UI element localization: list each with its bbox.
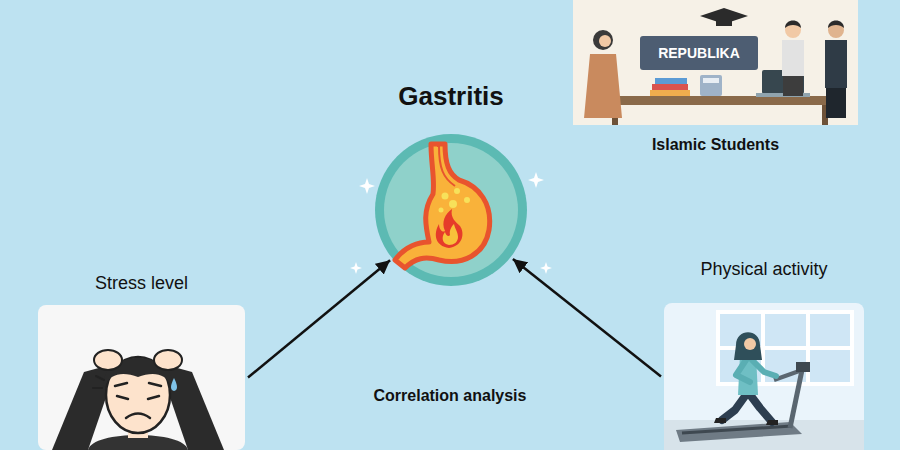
treadmill-illustration-part (734, 332, 762, 360)
arrow-connector (513, 259, 661, 376)
students-illustration-part (828, 21, 844, 29)
stomach-illustration-part (395, 144, 490, 268)
students-illustration-part (593, 30, 613, 50)
treadmill-illustration-part (722, 392, 772, 422)
activity-picture: Physical activity (644, 259, 884, 450)
stomach-illustration-part (350, 262, 362, 274)
stomach-illustration-part (395, 144, 490, 268)
arrow-connector (248, 260, 390, 377)
treadmill-illustration-part (790, 370, 802, 428)
activity-picture-outline (664, 303, 864, 450)
students-illustration-part (785, 21, 801, 29)
stomach-illustration-part (443, 224, 458, 245)
stomach-illustration-part (449, 200, 457, 208)
stress-picture-outline (38, 305, 245, 450)
stomach-illustration-part (439, 208, 444, 213)
treadmill-illustration-part (744, 338, 756, 350)
treadmill-illustration-part (796, 362, 810, 372)
students-illustration (573, 0, 858, 125)
students-illustration-part (652, 84, 688, 90)
students-illustration-part (825, 40, 847, 88)
node-heading: Islamic Students (652, 135, 779, 154)
students-illustration-part (600, 96, 840, 105)
stomach-illustration-part (540, 262, 552, 274)
stress-picture: Stress level (22, 273, 262, 450)
students-picture-outline (573, 0, 858, 125)
stress-illustration (38, 305, 245, 450)
stomach-illustration-part (437, 146, 455, 186)
node-heading: Physical activity (700, 259, 827, 281)
stomach-illustration-part (350, 172, 552, 274)
stress-illustration-part (164, 366, 224, 450)
students-illustration-part (573, 0, 858, 125)
analysis-label: Correlation analysis (374, 386, 527, 405)
students-illustration-part (703, 78, 719, 83)
stomach-illustration-part (528, 172, 544, 188)
stress-illustration-part (52, 366, 112, 450)
node-heading: Stress level (95, 273, 188, 295)
students-illustration-part (716, 18, 732, 26)
gastritis-circle-outline (375, 134, 527, 286)
students-illustration-part (700, 75, 722, 96)
students-illustration-part (599, 35, 611, 47)
students-illustration-part (782, 40, 804, 76)
students-picture: Islamic Students (573, 0, 858, 154)
stomach-illustration-part (359, 178, 375, 194)
stress-illustration-part (171, 378, 177, 391)
stomach-illustration-part (464, 197, 470, 203)
gastritis-circle: Gastritis (331, 81, 571, 286)
treadmill-illustration-part (676, 422, 802, 442)
watermark: REPUBLIKA (658, 45, 740, 62)
students-illustration-part (650, 90, 690, 96)
stress-illustration-part (115, 383, 161, 399)
treadmill-illustration (664, 303, 864, 450)
treadmill-illustration-part (714, 418, 778, 425)
stress-illustration-part (154, 350, 182, 370)
stress-illustration-part (126, 414, 150, 419)
students-illustration-part (640, 36, 758, 70)
students-illustration-part (655, 78, 687, 84)
stomach-illustration-part (442, 193, 449, 200)
students-illustration-part (584, 54, 622, 118)
treadmill-illustration-part (736, 360, 776, 382)
stomach-illustration (350, 134, 552, 286)
stress-illustration-part (94, 350, 122, 370)
stomach-illustration-part (454, 188, 460, 194)
stress-illustration-part (38, 305, 245, 450)
node-heading: Gastritis (398, 81, 504, 112)
treadmill-illustration-part (664, 303, 864, 450)
treadmill-illustration-part (718, 312, 852, 384)
stomach-illustration-part (436, 209, 463, 248)
stress-illustration-part (93, 376, 104, 388)
students-illustration-part (826, 88, 846, 118)
students-illustration-part (783, 76, 803, 96)
treadmill-illustration-part (664, 420, 864, 450)
stomach-illustration-part (384, 143, 518, 277)
treadmill-illustration-part (682, 426, 792, 433)
stomach-illustration-part (375, 134, 527, 286)
